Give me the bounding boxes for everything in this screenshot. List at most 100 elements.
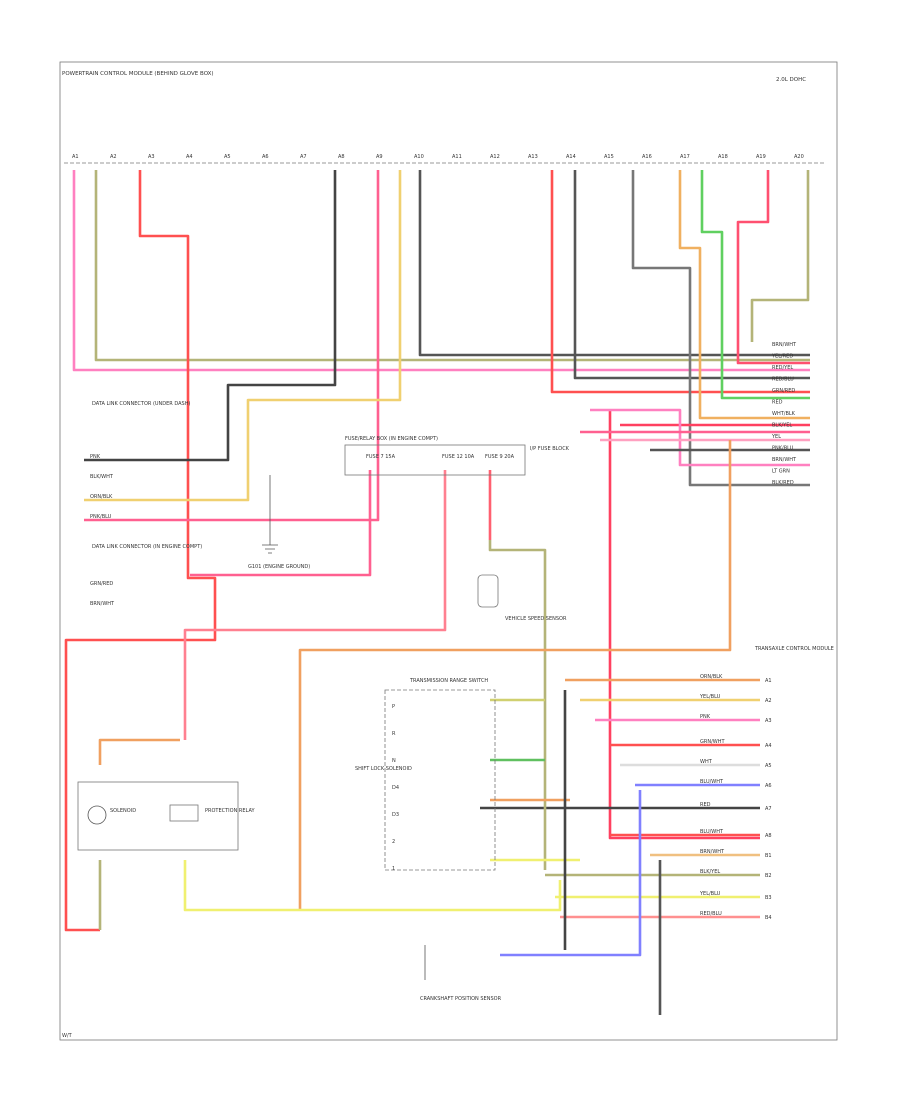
left-connector-2-wire: GRN/RED bbox=[90, 581, 113, 587]
wire-orange-2 bbox=[298, 440, 732, 910]
wire-red-2 bbox=[550, 170, 810, 394]
ground-note: G101 (ENGINE GROUND) bbox=[248, 564, 310, 570]
tcm-wire-label: BLU/WHT bbox=[700, 829, 724, 835]
right-connector-wire: BRN/WHT bbox=[772, 342, 797, 348]
pcm-pin-label: A4 bbox=[186, 154, 193, 160]
right-connector-wire: PNK/BLU bbox=[772, 446, 794, 452]
pcm-pin-label: A2 bbox=[110, 154, 117, 160]
wire-fuse-1 bbox=[190, 470, 372, 577]
tcm-pin-label: B1 bbox=[765, 853, 772, 859]
vehicle-speed-sensor bbox=[477, 574, 499, 608]
right-connector-wire: YEL bbox=[771, 434, 781, 440]
tcm-connector: ORN/BLKA1YEL/BLUA2PNKA3GRN/WHTA4WHTA5BLU… bbox=[699, 674, 772, 921]
pcm-pin-label: A6 bbox=[262, 154, 269, 160]
diagram-border bbox=[59, 61, 838, 1041]
wire-olive-3 bbox=[488, 540, 547, 870]
pcm-pin-label: A9 bbox=[376, 154, 383, 160]
right-connector-wire: RED/YEL bbox=[772, 365, 793, 371]
tcm-wire-label: RED bbox=[700, 802, 711, 808]
wire-dark-2 bbox=[573, 170, 810, 380]
mid-switch-label: SHIFT LOCK SOLENOID bbox=[355, 766, 412, 772]
tcm-wire-label: BLK/YEL bbox=[700, 869, 720, 875]
switch-position-label: 1 bbox=[392, 866, 395, 872]
wire-yellow-1 bbox=[84, 170, 402, 502]
left-connector-wire: PNK bbox=[90, 454, 101, 460]
wire-green-1 bbox=[700, 170, 810, 400]
wire-red-1 bbox=[64, 170, 217, 932]
wire-relay-1 bbox=[98, 738, 180, 765]
page-mark: W/T bbox=[62, 1033, 73, 1039]
corner-code: 2.0L DOHC bbox=[776, 77, 806, 83]
pcm-pin-label: A14 bbox=[566, 154, 576, 160]
left-connector: PNK BLK/WHT ORN/BLK PNK/BLU bbox=[90, 454, 114, 520]
wire-pink-2 bbox=[590, 408, 810, 467]
left-connector-wire: ORN/BLK bbox=[90, 494, 113, 500]
right-connector-wire: GRN/RED bbox=[772, 388, 795, 394]
relay-contact bbox=[169, 804, 199, 822]
wire-red-3 bbox=[736, 170, 810, 365]
fuse-box bbox=[344, 444, 526, 476]
switch-position-label: 2 bbox=[392, 839, 395, 845]
mid-left-note: DATA LINK CONNECTOR (IN ENGINE COMPT) bbox=[92, 544, 202, 550]
pcm-pin-label: A12 bbox=[490, 154, 500, 160]
left-connector-wire: BLK/WHT bbox=[90, 474, 114, 480]
right-connector-wire: LT GRN bbox=[772, 469, 790, 475]
tcm-wire-label: WHT bbox=[700, 759, 713, 765]
sensor-label: VEHICLE SPEED SENSOR bbox=[505, 616, 567, 622]
wire-relay-3 bbox=[183, 860, 562, 912]
right-connector-wire: BLK/YEL bbox=[772, 423, 792, 429]
pcm-pin-label: A13 bbox=[528, 154, 538, 160]
tcm-wire-label: GRN/WHT bbox=[700, 739, 725, 745]
wire-olive-1 bbox=[94, 170, 810, 362]
left-connector-wire: PNK/BLU bbox=[90, 514, 112, 520]
wire-orange-1 bbox=[678, 170, 810, 420]
protection-relay bbox=[77, 781, 239, 851]
switch-position-label: N bbox=[392, 758, 396, 764]
tcm-pin-label: B3 bbox=[765, 895, 772, 901]
pcm-pin-label: A1 bbox=[72, 154, 79, 160]
tcm-wire-label: RED/BLU bbox=[700, 911, 722, 917]
ground-icon bbox=[262, 544, 278, 554]
tcm-pin-label: B4 bbox=[765, 915, 772, 921]
pcm-pin-label: A17 bbox=[680, 154, 690, 160]
wire-red-4 bbox=[608, 410, 760, 840]
right-connector-wire: RED/BLU bbox=[772, 377, 794, 383]
pcm-pin-label: A8 bbox=[338, 154, 345, 160]
tcm-pin-label: A1 bbox=[765, 678, 772, 684]
right-module: TRANSAXLE CONTROL MODULE bbox=[754, 646, 834, 652]
tcm-pin-label: B2 bbox=[765, 873, 772, 879]
right-connector-wire: YEL/RED bbox=[771, 354, 793, 360]
right-connector-wire: RED bbox=[772, 400, 783, 406]
pcm-pin-label: A3 bbox=[148, 154, 155, 160]
fuse-3: FUSE 9 20A bbox=[485, 454, 515, 460]
pcm-pin-label: A16 bbox=[642, 154, 652, 160]
tcm-wire-label: ORN/BLK bbox=[700, 674, 723, 680]
tcm-wire-label: BLU/WHT bbox=[700, 779, 724, 785]
right-connector-wire: BRN/WHT bbox=[772, 457, 797, 463]
tcm-wire-label: YEL/BLU bbox=[699, 891, 721, 897]
left-connector-2-wire: BRN/WHT bbox=[90, 601, 115, 607]
wire-olive-2 bbox=[750, 170, 810, 342]
bottom-relay-label: PROTECTION RELAY bbox=[205, 808, 255, 814]
range-switch-box bbox=[384, 689, 496, 871]
tcm-pin-label: A7 bbox=[765, 806, 772, 812]
fuse-box-label: FUSE/RELAY BOX (IN ENGINE COMPT) bbox=[345, 436, 438, 442]
fuse-1: FUSE 7 15A bbox=[366, 454, 396, 460]
tcm-pin-label: A2 bbox=[765, 698, 772, 704]
wire-black-1 bbox=[84, 170, 337, 462]
pcm-title: POWERTRAIN CONTROL MODULE (BEHIND GLOVE … bbox=[62, 71, 214, 77]
right-note: TRANSMISSION RANGE SWITCH bbox=[409, 678, 488, 684]
right-connector-wire: BLK/RED bbox=[772, 480, 794, 486]
pcm-pin-label: A18 bbox=[718, 154, 728, 160]
tcm-pin-label: A4 bbox=[765, 743, 772, 749]
pcm-pin-label: A20 bbox=[794, 154, 804, 160]
bottom-label: CRANKSHAFT POSITION SENSOR bbox=[420, 996, 502, 1002]
wire-pinkred-1 bbox=[84, 170, 380, 522]
wire-dark-1 bbox=[418, 170, 810, 357]
tcm-pin-label: A3 bbox=[765, 718, 772, 724]
wire-bottom-blue bbox=[500, 790, 642, 957]
